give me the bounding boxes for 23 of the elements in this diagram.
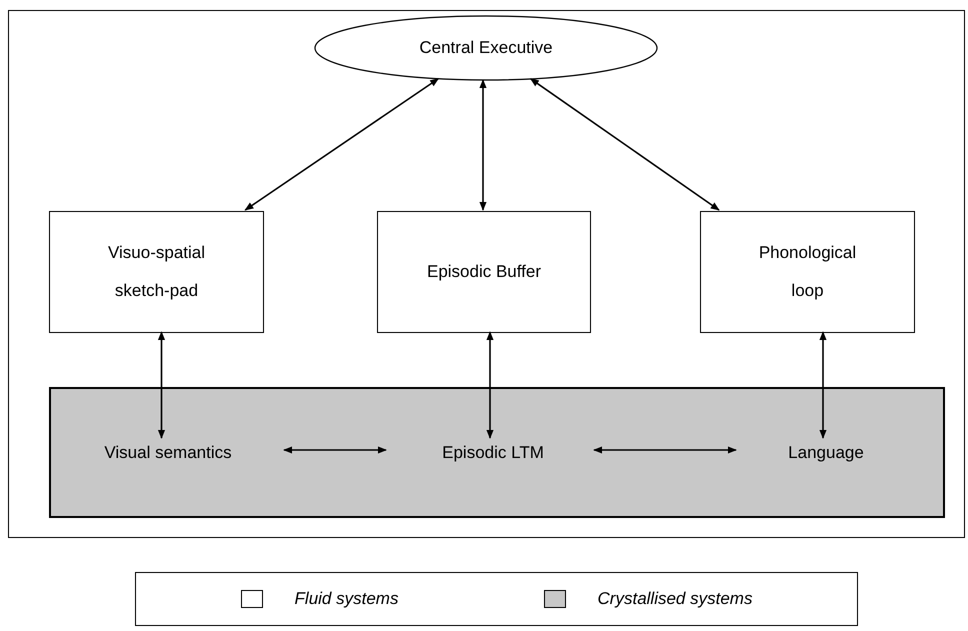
- node-label: Visual semantics: [63, 441, 273, 465]
- legend-label: Fluid systems: [294, 588, 398, 610]
- double-arrow: [479, 79, 487, 211]
- process-box: [49, 211, 264, 333]
- process-ellipse: [314, 15, 658, 81]
- process-box: [700, 211, 915, 333]
- double-arrow: [530, 78, 720, 211]
- node-label: Language: [753, 441, 899, 465]
- node-text: Episodic Buffer: [426, 261, 542, 283]
- double-arrow: [593, 446, 737, 454]
- shaded-band: [49, 387, 945, 518]
- double-arrow: [283, 446, 387, 454]
- double-arrow: [244, 78, 440, 211]
- node-text: Visuo-spatial sketch-pad: [106, 242, 206, 302]
- node-label: Episodic LTM: [403, 441, 583, 465]
- legend-label: Crystallised systems: [598, 588, 752, 610]
- double-arrow: [819, 331, 827, 439]
- double-arrow: [486, 331, 494, 439]
- node-text: Phonological loop: [758, 242, 858, 302]
- node-text: Central Executive: [419, 37, 553, 59]
- process-box: [377, 211, 591, 333]
- double-arrow: [158, 331, 166, 439]
- outer-frame: [8, 10, 965, 538]
